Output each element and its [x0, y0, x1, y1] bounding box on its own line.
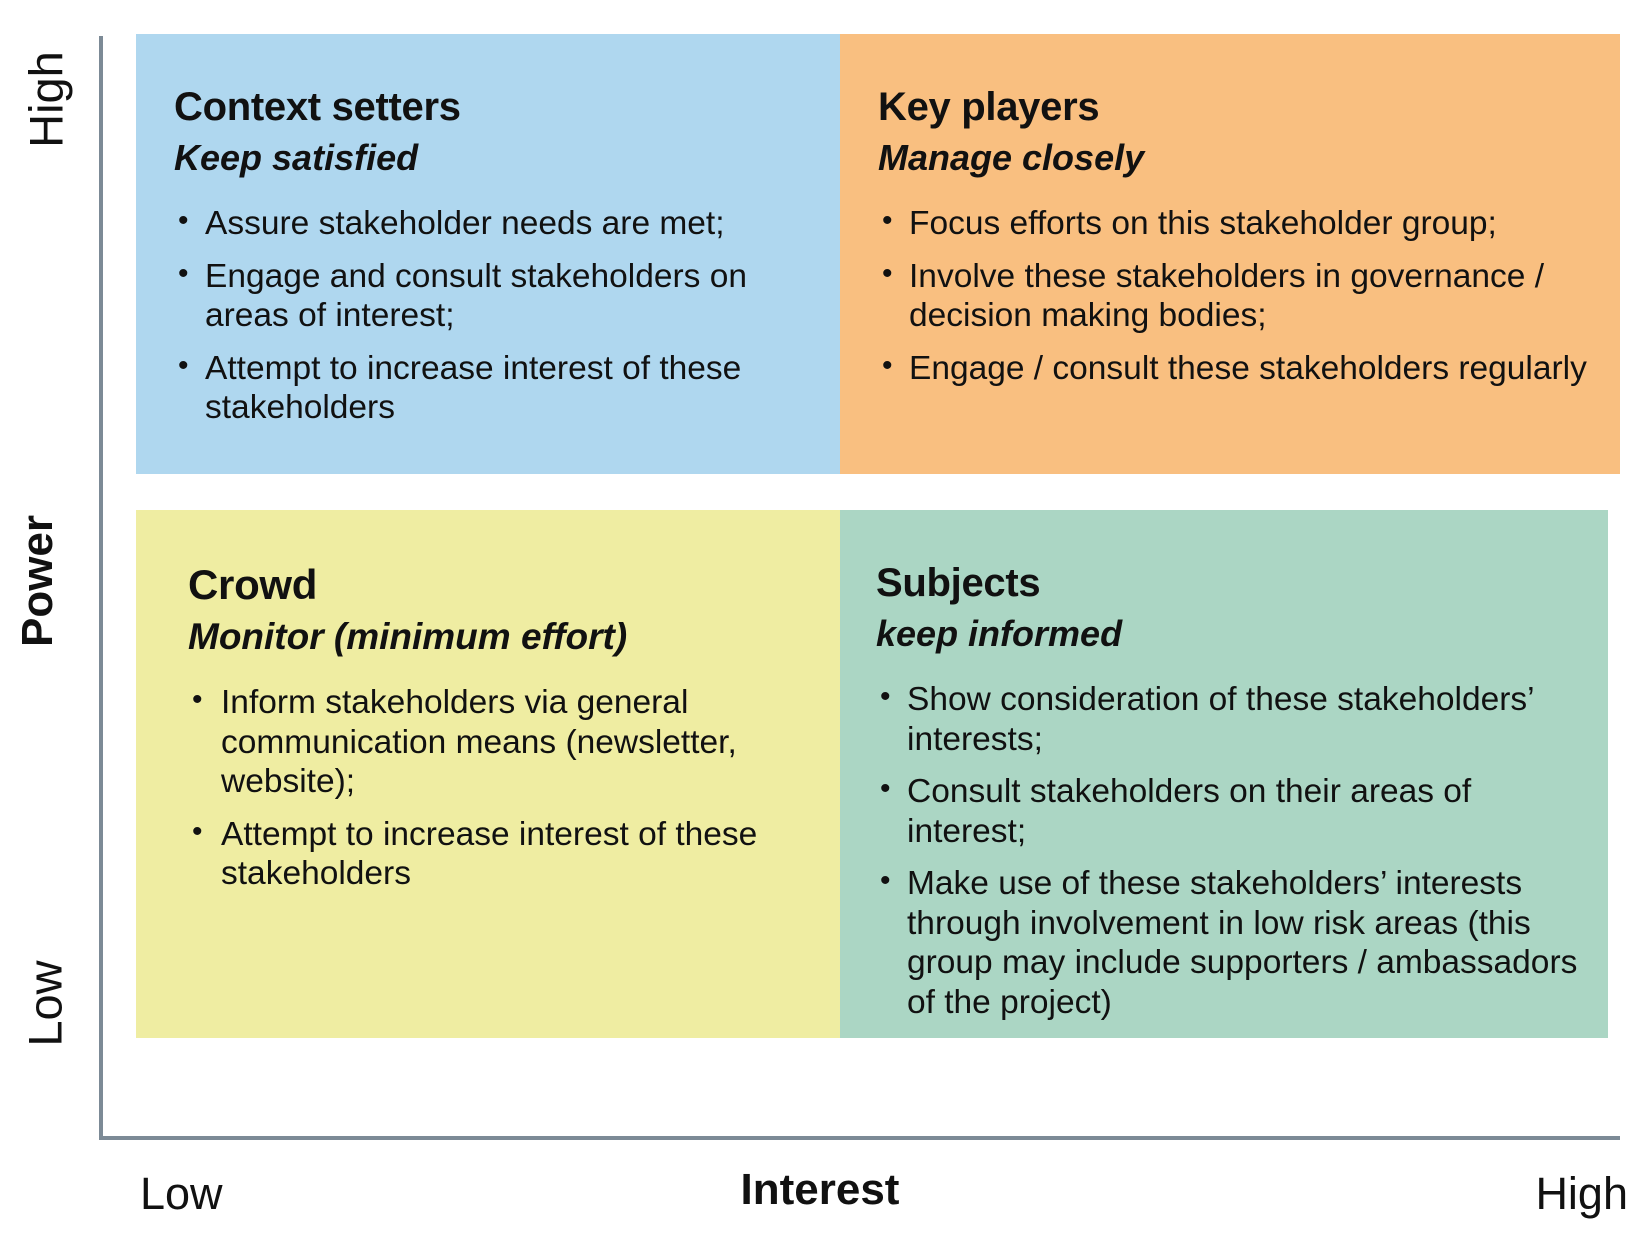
quadrant-subjects: Subjects keep informed Show consideratio…: [840, 510, 1608, 1038]
bullet-item: Involve these stakeholders in governance…: [878, 256, 1598, 336]
power-axis-low-label: Low: [18, 960, 72, 1047]
bullet-item: Inform stakeholders via general communic…: [188, 682, 822, 802]
bullet-item: Attempt to increase interest of these st…: [188, 814, 822, 894]
bullet-item: Focus efforts on this stakeholder group;: [878, 203, 1598, 244]
interest-axis-title: Interest: [740, 1165, 900, 1214]
bullet-item: Assure stakeholder needs are met;: [174, 203, 822, 244]
quadrant-crowd: Crowd Monitor (minimum effort) Inform st…: [136, 510, 844, 1038]
interest-axis-low-label: Low: [140, 1168, 223, 1219]
bullet-item: Attempt to increase interest of these st…: [174, 348, 822, 428]
quadrant-bullet-list: Inform stakeholders via general communic…: [188, 682, 822, 894]
quadrant-context-setters: Context setters Keep satisfied Assure st…: [136, 34, 844, 474]
quadrant-subtitle: Keep satisfied: [174, 137, 419, 179]
power-axis-title: Power: [13, 514, 62, 648]
bullet-item: Consult stakeholders on their areas of i…: [876, 771, 1594, 851]
quadrant-subtitle: Manage closely: [878, 137, 1145, 179]
quadrant-title: Crowd: [188, 561, 318, 608]
power-axis-high-label: High: [19, 51, 73, 148]
quadrant-bullet-list: Focus efforts on this stakeholder group;…: [878, 203, 1598, 389]
interest-axis-line: [99, 1136, 1620, 1140]
bullet-item: Engage / consult these stakeholders regu…: [878, 348, 1598, 389]
quadrant-bullet-list: Show consideration of these stakeholders…: [876, 679, 1594, 1022]
quadrant-bullet-list: Assure stakeholder needs are met; Engage …: [174, 203, 822, 428]
quadrant-title: Subjects: [876, 561, 1041, 605]
quadrant-subtitle: Monitor (minimum effort): [188, 616, 628, 658]
bullet-item: Make use of these stakeholders’ interest…: [876, 863, 1594, 1022]
power-axis-line: [99, 36, 103, 1140]
bullet-item: Engage and consult stakeholders on areas…: [174, 256, 822, 336]
quadrant-title: Context setters: [174, 85, 461, 129]
interest-axis-high-label: High: [1535, 1168, 1628, 1219]
quadrant-title: Key players: [878, 85, 1100, 129]
quadrant-subtitle: keep informed: [876, 613, 1123, 655]
quadrant-key-players: Key players Manage closely Focus efforts…: [840, 34, 1620, 474]
bullet-item: Show consideration of these stakeholders…: [876, 679, 1594, 759]
